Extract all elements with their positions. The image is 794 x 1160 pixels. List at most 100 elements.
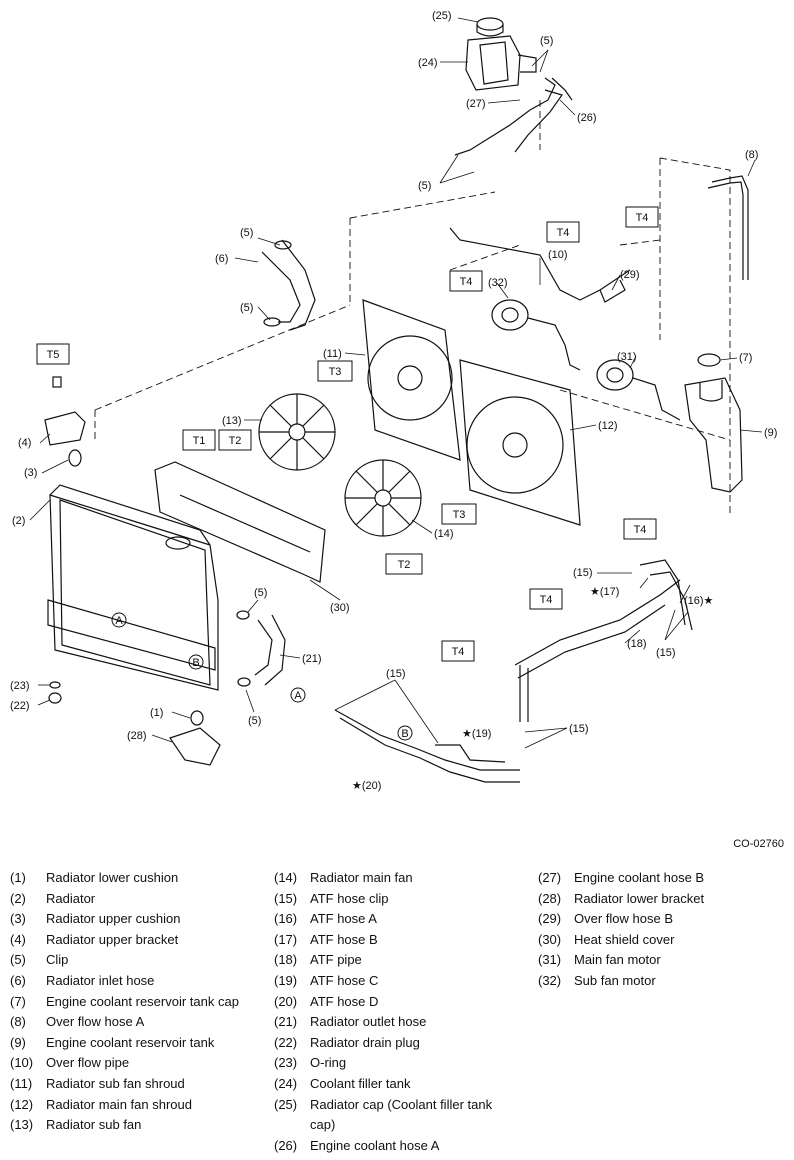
torque-spec-boxes: [36, 206, 659, 662]
legend-item-label: Engine coolant reservoir tank cap: [46, 993, 239, 1009]
legend-item-number: (7): [10, 993, 26, 1009]
legend-item-label: ATF pipe: [310, 952, 362, 968]
engine-coolant-reservoir-tank: [684, 377, 743, 493]
legend-item-label: Clip: [46, 952, 69, 968]
callout: (9): [764, 427, 777, 439]
reference-b: B: [192, 657, 199, 669]
legend-column-2: (14)Radiator main fan(15)ATF hose clip(1…: [274, 868, 510, 1156]
legend-item-number: (4): [10, 931, 26, 947]
legend-item: (30)Heat shield cover: [538, 930, 704, 951]
legend-item-number: (9): [10, 1034, 26, 1050]
callout: (14): [434, 528, 454, 540]
callout: (8): [745, 149, 758, 161]
legend-item: (15) ATF hose clip: [274, 889, 510, 910]
callout: (13): [222, 415, 242, 427]
legend-item: (6)Radiator inlet hose: [10, 971, 239, 992]
legend-item-number: (1): [10, 870, 26, 885]
callout: (10): [548, 249, 568, 261]
legend-item-number: (28): [538, 890, 562, 906]
legend-item: (22)Radiator drain plug: [274, 1033, 510, 1054]
callout: (4): [18, 437, 31, 449]
legend-item-number: (5): [10, 952, 26, 968]
legend-item: (24) Coolant filler tank: [274, 1074, 510, 1095]
legend-item-number: (29): [538, 911, 562, 927]
radiator-outlet-hose: [236, 610, 286, 687]
legend-item: (25)Radiator cap (Coolant filler tank ca…: [274, 1095, 510, 1136]
legend-item-label: ATF hose B: [310, 931, 378, 947]
legend-item: (26)Engine coolant hose A: [274, 1136, 510, 1157]
radiator-inlet-hose: [261, 239, 316, 331]
legend-item-number: (11): [10, 1075, 33, 1091]
callout: (5): [254, 587, 267, 599]
legend-item: (18)ATF pipe: [274, 950, 510, 971]
legend-item-label: Over flow hose A: [46, 1014, 145, 1030]
legend-column-3: (27)Engine coolant hose B(28)Radiator lo…: [538, 868, 704, 992]
legend-item: (20)ATF hose D: [274, 992, 510, 1013]
radiator: [47, 484, 219, 691]
callout: (23): [10, 680, 30, 692]
callout: (27): [466, 98, 486, 110]
legend-item-label: O-ring: [310, 1055, 347, 1071]
legend-item-number: (16): [274, 911, 298, 927]
legend-item-number: (14): [274, 870, 298, 885]
torque-label-t4: T4: [557, 227, 570, 239]
radiator-main-fan-shroud: [459, 359, 581, 526]
legend-item: (3)Radiator upper cushion: [10, 909, 239, 930]
legend-item: (27)Engine coolant hose B: [538, 868, 704, 889]
legend-item-number: (31): [538, 952, 562, 968]
callout: (22): [10, 700, 30, 712]
legend-item-number: (8): [10, 1014, 26, 1030]
assembly-guide-lines: [94, 100, 731, 515]
callout: (32): [488, 277, 508, 289]
radiator-lower-bracket: [169, 727, 221, 766]
legend-item-label: ATF hose clip: [310, 890, 389, 906]
legend-item-number: (32): [538, 972, 562, 988]
legend-item: (11)Radiator sub fan shroud: [10, 1074, 239, 1095]
torque-label-t3: T3: [453, 509, 466, 521]
torque-label-t1: T1: [193, 435, 206, 447]
radiator-lower-cushion: [190, 710, 204, 726]
callout: (30): [330, 602, 350, 614]
torque-label-t5: T5: [47, 349, 60, 361]
radiator-upper-bracket: [44, 411, 86, 446]
legend-item-number: (2): [10, 890, 26, 906]
figure-code: CO-02760: [733, 838, 784, 850]
legend-item-label: Over flow hose B: [574, 911, 673, 927]
legend-item-number: (21): [274, 1014, 298, 1030]
callout-leaders: [29, 17, 763, 749]
legend-item-label: Engine coolant reservoir tank: [46, 1034, 215, 1050]
reference-a: A: [294, 690, 302, 702]
legend-item-number: (10): [10, 1055, 34, 1071]
callout: (25): [432, 10, 452, 22]
legend-item: (16) ATF hose A: [274, 909, 510, 930]
reference-b: B: [401, 728, 408, 740]
radiator-sub-fan: [258, 393, 336, 471]
legend-item: (28)Radiator lower bracket: [538, 889, 704, 910]
legend-item-number: (19): [274, 972, 298, 988]
callout: (15): [573, 567, 593, 579]
callout: (5): [240, 302, 253, 314]
torque-label-t4: T4: [636, 212, 649, 224]
legend-item-label: Sub fan motor: [574, 972, 656, 988]
legend-item-number: (24): [274, 1075, 298, 1091]
callout: (11): [323, 348, 342, 360]
legend-item-number: (15): [274, 890, 298, 906]
reference-a: A: [115, 615, 123, 627]
legend-item-label: Main fan motor: [574, 952, 661, 968]
legend-item-label: Radiator main fan: [310, 870, 413, 885]
radiator-upper-cushion: [68, 449, 82, 467]
radiator-cap: [476, 17, 504, 37]
legend-item-number: (23): [274, 1055, 298, 1071]
legend-item-label: Engine coolant hose B: [574, 870, 705, 885]
legend-item: (5) Clip: [10, 950, 239, 971]
legend-item: (10)Over flow pipe: [10, 1053, 239, 1074]
legend-item-label: Coolant filler tank: [310, 1075, 411, 1091]
legend-item-label: Radiator lower cushion: [46, 870, 179, 885]
legend-item-label: Radiator inlet hose: [46, 972, 155, 988]
legend-item-label: ATF hose A: [310, 911, 377, 927]
callout: (31): [617, 351, 637, 363]
over-flow-hose-a: [711, 175, 749, 280]
legend-item-label: Engine coolant hose A: [310, 1137, 440, 1153]
radiator-main-fan: [344, 459, 422, 537]
callout: (12): [598, 420, 618, 432]
